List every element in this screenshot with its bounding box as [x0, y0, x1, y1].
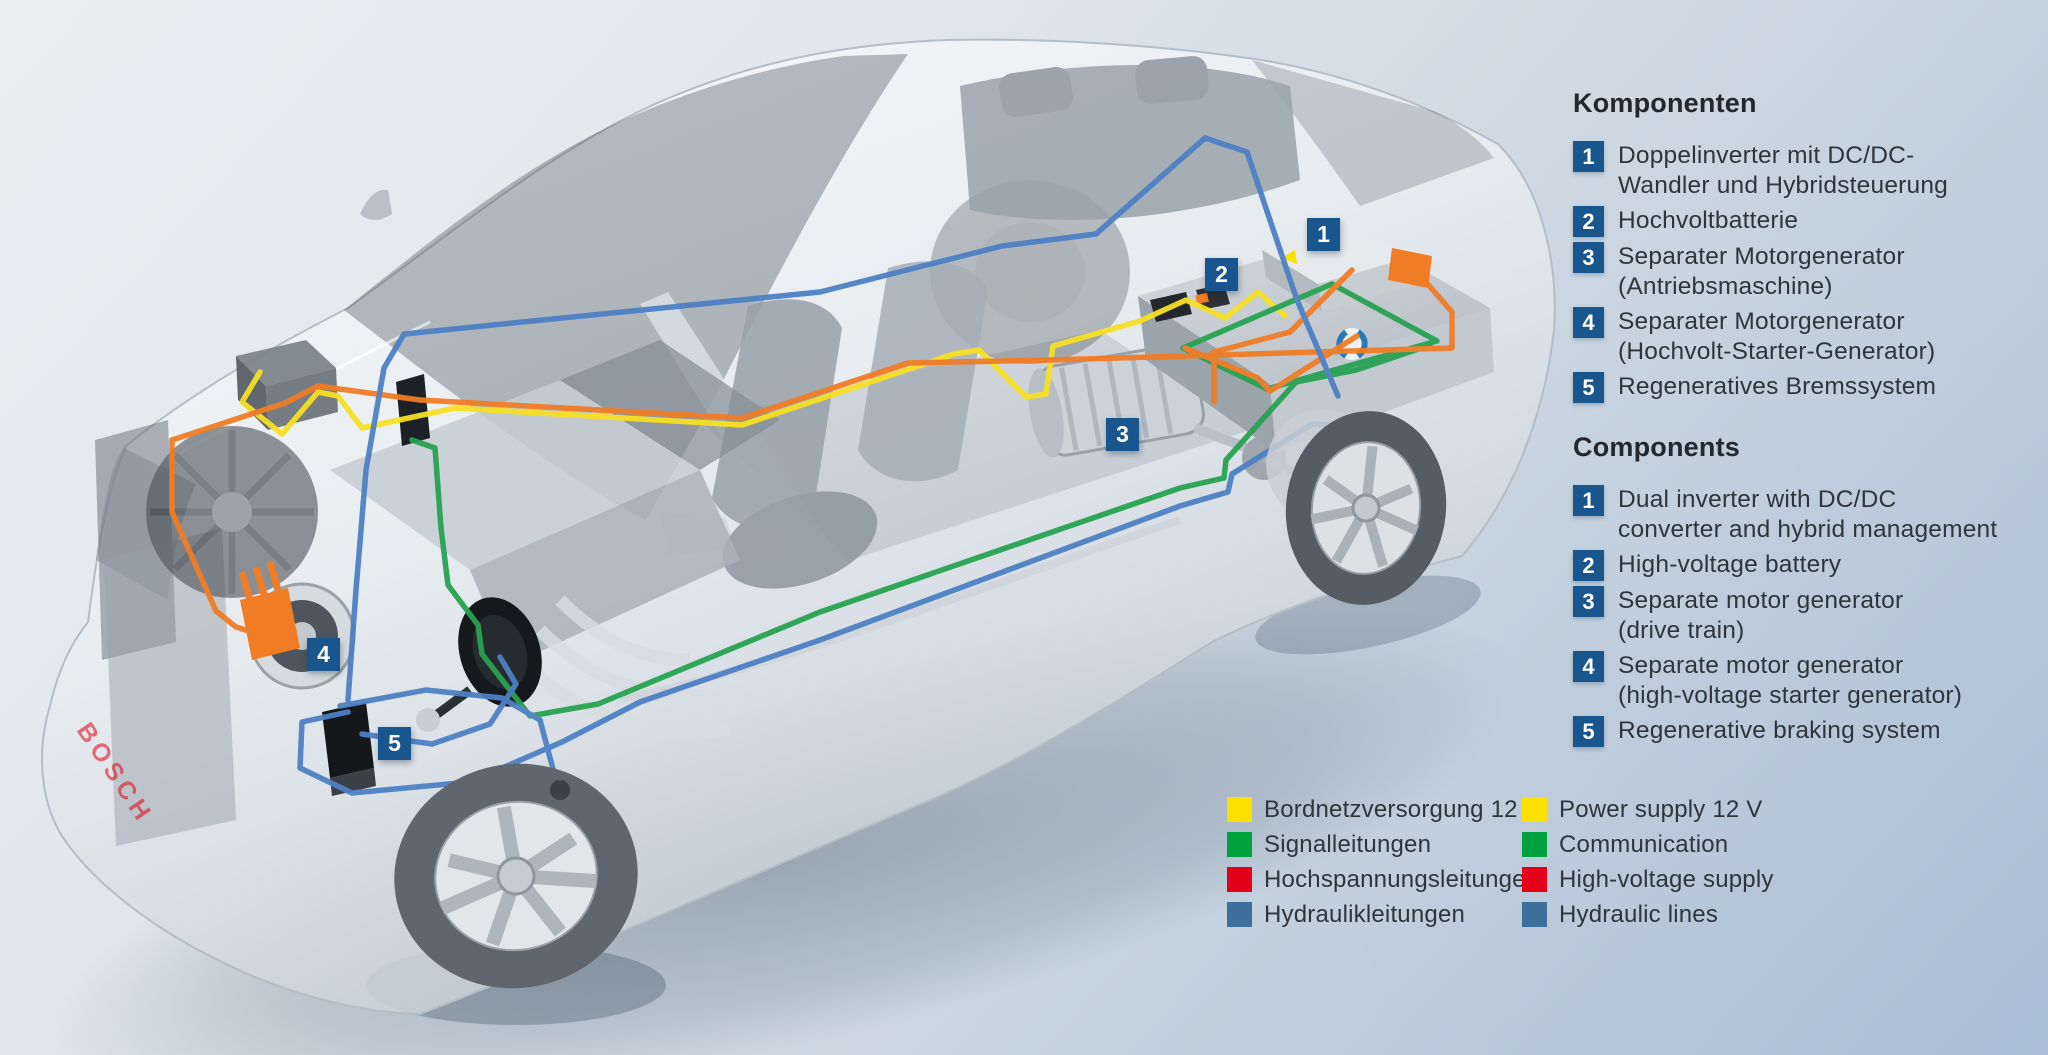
legend-english: Power supply 12 V Communication High-vol… — [1522, 797, 1774, 937]
swatch-signal-lines — [1227, 832, 1252, 857]
wire-12v-yellow — [239, 289, 1288, 437]
badge-4: 4 — [1573, 651, 1604, 682]
wire-hydraulic-loop-a — [337, 687, 561, 791]
marker-2-hv-battery: 2 — [1205, 258, 1238, 291]
wire-signal-green — [409, 342, 1433, 719]
item-text: Regeneratives Bremssystem — [1618, 373, 1937, 400]
item-text: Separater Motorgenerator — [1618, 243, 1905, 270]
badge-2: 2 — [1573, 550, 1604, 581]
komponenten-item-4: 4 Separater Motorgenerator (Hochvolt-Star… — [1573, 307, 2043, 367]
item-text: High-voltage battery — [1618, 551, 1842, 578]
wire-hv-orange-main — [169, 263, 1455, 635]
wire-hydraulic-beltline — [345, 135, 1341, 703]
legend-label: Communication — [1559, 831, 1729, 858]
legend-row: Bordnetzversorgung 12 V — [1227, 797, 1541, 823]
item-text: Separate motor generator — [1618, 652, 1904, 679]
swatch-power-supply — [1522, 797, 1547, 822]
legend-label: Bordnetzversorgung 12 V — [1264, 796, 1541, 823]
swatch-communication — [1522, 832, 1547, 857]
swatch-hv-supply — [1522, 867, 1547, 892]
item-text: Doppelinverter mit DC/DC- — [1618, 142, 1915, 169]
badge-5: 5 — [1573, 716, 1604, 747]
legend-row: Power supply 12 V — [1522, 797, 1774, 823]
components-item-4: 4 Separate motor generator (high-voltage … — [1573, 651, 2043, 711]
komponenten-item-5: 5 Regeneratives Bremssystem — [1573, 372, 2043, 403]
exhaust-manifold — [515, 595, 731, 739]
item-text: Regenerative braking system — [1618, 717, 1941, 744]
components-item-5: 5 Regenerative braking system — [1573, 716, 2043, 747]
marker-5-braking-system: 5 — [378, 727, 411, 760]
marker-1-dual-inverter: 1 — [1307, 218, 1340, 251]
legend-row: Hochspannungsleitungen — [1227, 867, 1541, 893]
komponenten-list: Komponenten 1 Doppelinverter mit DC/DC- W… — [1573, 88, 2043, 408]
antenna-fin — [360, 189, 392, 220]
swatch-hv-lines — [1227, 867, 1252, 892]
legend-label: Hydraulikleitungen — [1264, 901, 1466, 928]
hv-connector-pins — [238, 561, 282, 601]
item-text: (Hochvolt-Starter-Generator) — [1618, 338, 1936, 365]
legend-label: Hydraulic lines — [1559, 901, 1719, 928]
warning-triangle-icon — [1281, 250, 1297, 264]
komponenten-title: Komponenten — [1573, 88, 1757, 118]
components-item-3: 3 Separate motor generator (drive train) — [1573, 586, 2043, 646]
components-title: Components — [1573, 432, 1740, 462]
radiator — [104, 528, 236, 846]
badge-5: 5 — [1573, 372, 1604, 403]
rear-window-glass — [1252, 60, 1494, 206]
item-text: (high-voltage starter generator) — [1618, 682, 1963, 709]
item-text: converter and hybrid management — [1618, 516, 1998, 543]
swatch-hydraulic-lines — [1227, 902, 1252, 927]
front-left-wheel — [394, 763, 638, 989]
swatch-power-supply — [1227, 797, 1252, 822]
legend-row: High-voltage supply — [1522, 867, 1774, 893]
item-text: (drive train) — [1618, 617, 1745, 644]
badge-2: 2 — [1573, 206, 1604, 237]
legend-row: Hydraulic lines — [1522, 902, 1774, 928]
badge-1: 1 — [1573, 141, 1604, 172]
hv-connector-orange — [240, 588, 300, 660]
item-text: (Antriebsmaschine) — [1618, 273, 1833, 300]
legend-label: Hochspannungsleitungen — [1264, 866, 1540, 893]
engine-block — [470, 470, 740, 665]
marker-3-motor-generator: 3 — [1106, 418, 1139, 451]
wire-hv-orange-battery-front — [1182, 333, 1360, 394]
item-text: Dual inverter with DC/DC — [1618, 486, 1897, 513]
komponenten-item-1: 1 Doppelinverter mit DC/DC- Wandler und H… — [1573, 141, 2043, 201]
komponenten-item-2: 2 Hochvoltbatterie — [1573, 206, 2043, 237]
legend-label: Signalleitungen — [1264, 831, 1432, 858]
legend-row: Communication — [1522, 832, 1774, 858]
legend-german: Bordnetzversorgung 12 V Signalleitungen … — [1227, 797, 1541, 937]
item-text: Hochvoltbatterie — [1618, 207, 1799, 234]
components-item-2: 2 High-voltage battery — [1573, 550, 2043, 581]
item-text: Wandler und Hybridsteuerung — [1618, 172, 1948, 199]
wire-hv-orange-battery-drop — [1211, 267, 1355, 405]
item-text: Separater Motorgenerator — [1618, 308, 1905, 335]
intake-manifold — [560, 340, 780, 470]
badge-3: 3 — [1573, 242, 1604, 273]
engine-cam-cover — [330, 380, 700, 570]
control-unit — [396, 374, 430, 446]
legend-row: Hydraulikleitungen — [1227, 902, 1541, 928]
front-brake-caliper — [550, 780, 570, 800]
marker-4-starter-generator: 4 — [307, 638, 340, 671]
legend-row: Signalleitungen — [1227, 832, 1541, 858]
rear-left-wheel — [1266, 409, 1447, 605]
item-text: Separate motor generator — [1618, 587, 1904, 614]
komponenten-item-3: 3 Separater Motorgenerator (Antriebsmasch… — [1573, 242, 2043, 302]
components-item-1: 1 Dual inverter with DC/DC converter and … — [1573, 485, 2043, 545]
badge-1: 1 — [1573, 485, 1604, 516]
badge-3: 3 — [1573, 586, 1604, 617]
swatch-hydraulic-lines — [1522, 902, 1547, 927]
badge-4: 4 — [1573, 307, 1604, 338]
seats — [712, 56, 1300, 589]
components-list: Components 1 Dual inverter with DC/DC con… — [1573, 432, 2043, 752]
legend-label: High-voltage supply — [1559, 866, 1774, 893]
legend-label: Power supply 12 V — [1559, 796, 1763, 823]
